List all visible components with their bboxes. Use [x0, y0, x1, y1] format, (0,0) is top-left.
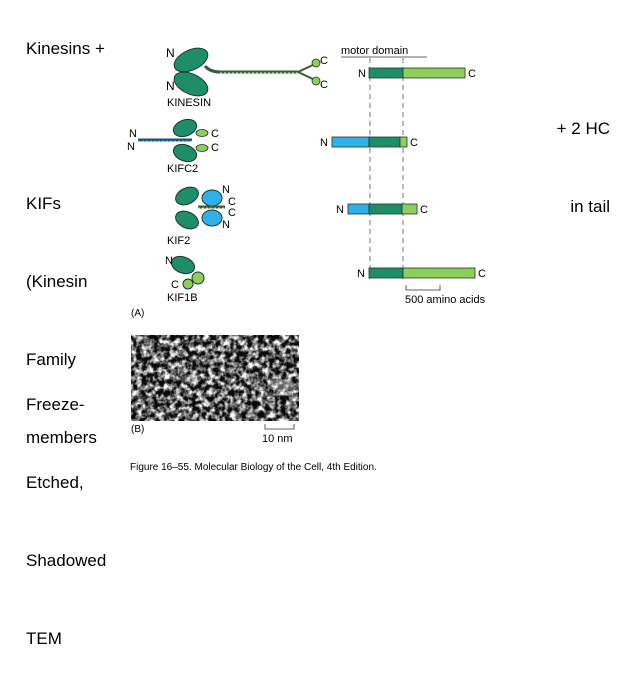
kinesin-light-chain-2	[311, 76, 321, 86]
kif1b-molecule: N C KIF1B	[165, 255, 205, 304]
kinesins-label: Kinesins +	[26, 39, 105, 58]
kinesin-tail-bar	[402, 67, 466, 79]
kifc2-n-1: N	[129, 128, 137, 140]
bar2-n: N	[320, 137, 328, 149]
hc-line-2: in tail	[570, 197, 610, 216]
kinesin-n-2: N	[166, 79, 175, 93]
bar4-n: N	[357, 268, 365, 280]
kif2-name: KIF2	[167, 235, 190, 247]
kinesin-head-2	[173, 71, 209, 97]
kifs-line-4: members	[26, 428, 97, 447]
kif1b-n: N	[165, 255, 173, 267]
kifs-line-2: (Kinesin	[26, 272, 88, 291]
kif1b-tail-bar	[402, 267, 476, 279]
kifc2-n-2: N	[127, 141, 135, 153]
kif1b-name: KIF1B	[167, 292, 198, 304]
figure-caption: Figure 16–55. Molecular Biology of the C…	[130, 462, 377, 473]
bar4-c: C	[478, 268, 486, 280]
kinesin-molecule: N N C C KINESIN	[166, 46, 328, 109]
kif1b-head	[170, 255, 196, 275]
amino-scale-label: 500 amino acids	[405, 294, 486, 306]
bar2-c: C	[410, 137, 418, 149]
kifc2-molecule: N N C C KIFC2	[127, 118, 219, 175]
amino-scale-bar	[405, 285, 441, 291]
tem-line-4: TEM	[26, 629, 62, 648]
kifs-line-1: KIFs	[26, 194, 61, 213]
kif1b-motor-bar	[368, 267, 404, 279]
panel-b-label: (B)	[131, 424, 144, 435]
kifs-line-3: Family	[26, 350, 77, 369]
panel-a-label: (A)	[131, 308, 144, 319]
kif1b-c: C	[171, 279, 179, 291]
kifc2-c-1: C	[211, 128, 219, 140]
kifc2-motor-bar	[368, 136, 401, 148]
kinesin-light-chain-1	[311, 58, 321, 68]
nm-scale-label: 10 nm	[262, 433, 293, 445]
kifc2-head-2	[172, 143, 198, 163]
kifs-label: KIFs (Kinesin Family members	[26, 139, 97, 477]
kifc2-name: KIFC2	[167, 163, 198, 175]
tem-micrograph	[131, 335, 299, 421]
tem-line-3: Shadowed	[26, 551, 107, 570]
tem-line-1: Freeze-	[26, 395, 85, 414]
kinesin-head-1	[173, 47, 209, 73]
kinesin-figure: N N C C KINESIN N N C C KIFC2 N C C N KI…	[127, 45, 486, 473]
kif2-head-2	[175, 210, 199, 230]
kinesin-c-2: C	[320, 79, 328, 91]
bar1-n: N	[358, 68, 366, 80]
heavy-chain-note: + 2 HC in tail	[540, 64, 610, 246]
kifc2-n-bar	[331, 136, 370, 148]
kinesin-name: KINESIN	[167, 97, 211, 109]
kifc2-c-2: C	[211, 142, 219, 154]
motor-domain-label: motor domain	[341, 45, 408, 57]
kif2-c-1: C	[228, 196, 236, 208]
domain-diagrams: motor domain N C N C N C N C 500 amino a…	[320, 45, 486, 306]
bar3-n: N	[336, 204, 344, 216]
kif2-head-1	[175, 186, 199, 206]
kif2-molecule: N C C N KIF2	[167, 184, 236, 247]
nm-scale-bar	[264, 424, 295, 430]
kif2-c-2: C	[228, 207, 236, 219]
kifc2-head-1	[172, 118, 198, 138]
kinesin-c-1: C	[320, 55, 328, 67]
kif2-n-bar	[347, 203, 370, 215]
bar3-c: C	[420, 204, 428, 216]
kif2-n-1: N	[222, 184, 230, 196]
hc-line-1: + 2 HC	[556, 119, 610, 138]
kif2-motor-bar	[368, 203, 403, 215]
kinesin-motor-bar	[368, 67, 404, 79]
bar1-c: C	[468, 68, 476, 80]
kinesin-stalk	[203, 64, 298, 74]
kinesin-n-1: N	[166, 46, 175, 60]
kif2-n-2: N	[222, 219, 230, 231]
